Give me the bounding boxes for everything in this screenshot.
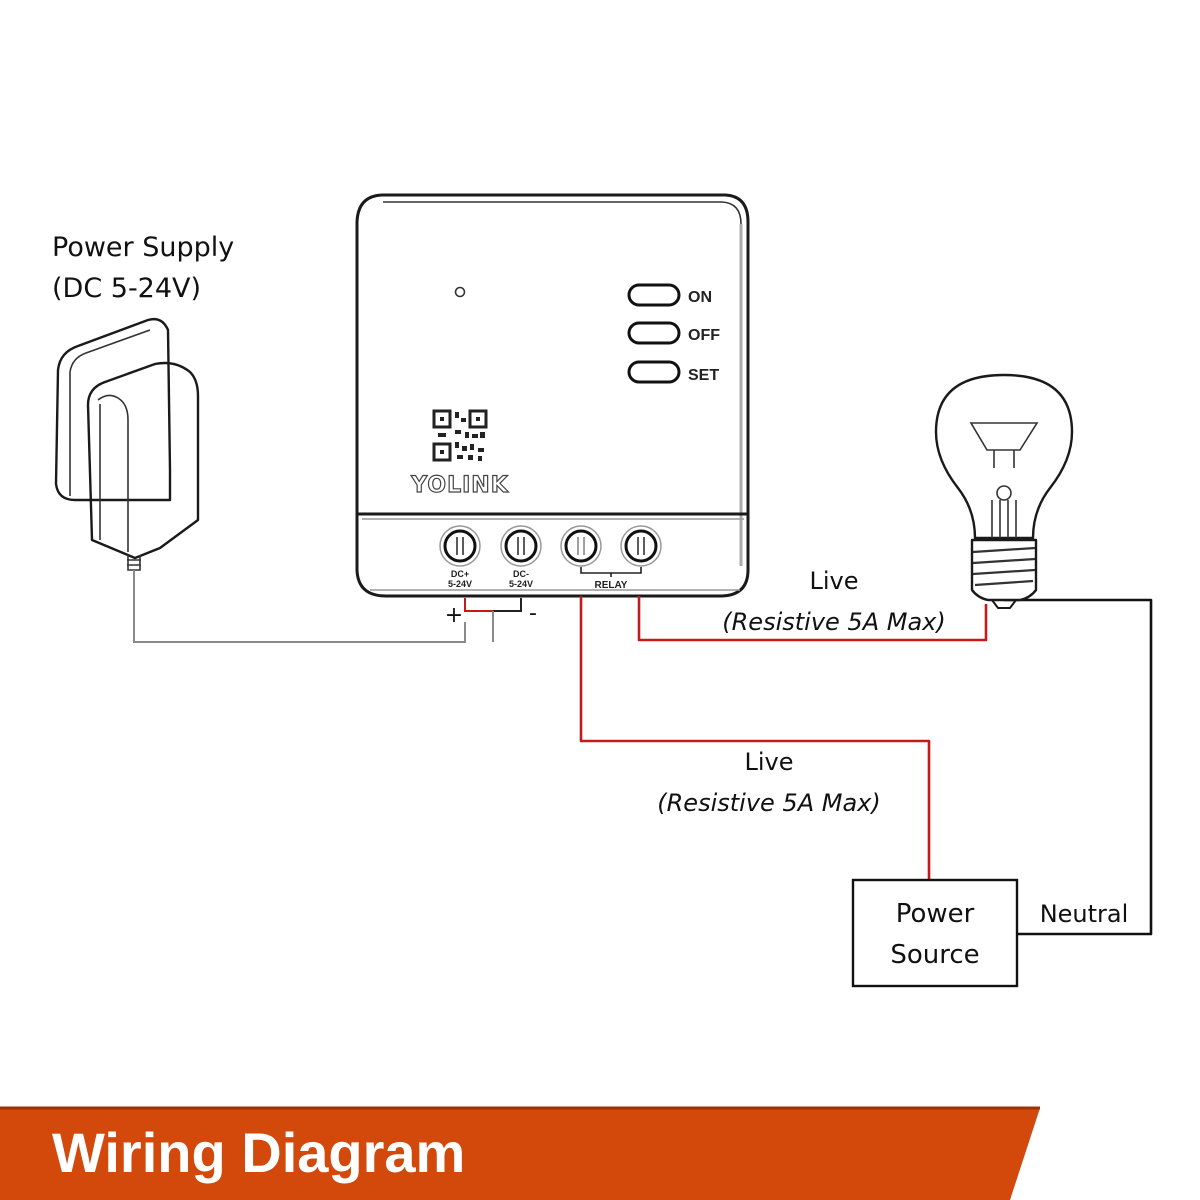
- brand-logo: YOLINK: [410, 473, 509, 498]
- light-bulb-icon: [934, 373, 1074, 609]
- off-button[interactable]: OFF: [627, 321, 720, 345]
- terminal-dc-plus-voltage: 5-24V: [448, 579, 472, 589]
- live-top-rating: (Resistive 5A Max): [722, 608, 945, 636]
- live-bottom-label: Live: [744, 748, 793, 776]
- terminal-dc-plus-label: DC+: [451, 569, 469, 579]
- dc-minus-wire: [493, 598, 522, 612]
- terminal-dc-plus[interactable]: [439, 525, 481, 567]
- set-button-label: SET: [688, 367, 719, 384]
- power-source-label-1: Power: [896, 899, 975, 929]
- minus-sign: -: [529, 601, 537, 626]
- power-source-box: Power Source: [851, 878, 1019, 988]
- live-wire-to-bulb: [637, 596, 988, 642]
- dc-plus-wire: [464, 598, 493, 612]
- banner-title: Wiring Diagram: [52, 1121, 465, 1184]
- plus-sign: +: [445, 603, 463, 628]
- terminal-relay-2[interactable]: [620, 525, 662, 567]
- live-wire-to-source: [579, 596, 931, 880]
- power-source-label-2: Source: [890, 940, 979, 970]
- terminal-dc-minus-voltage: 5-24V: [509, 579, 533, 589]
- dc-power-wire: [133, 570, 466, 643]
- terminal-dc-minus-label: DC-: [513, 569, 529, 579]
- power-supply-title: Power Supply: [52, 232, 234, 263]
- power-adapter-icon: [54, 317, 200, 571]
- terminal-dc-minus[interactable]: [500, 525, 542, 567]
- yolink-device: [355, 193, 750, 598]
- relay-bracket: [580, 567, 642, 577]
- relay-label: RELAY: [595, 580, 628, 591]
- power-supply-voltage: (DC 5-24V): [52, 273, 201, 304]
- live-top-label: Live: [809, 567, 858, 595]
- neutral-label: Neutral: [1040, 900, 1129, 928]
- qr-code-icon: [432, 409, 488, 462]
- on-button-label: ON: [688, 289, 712, 306]
- title-banner: Wiring Diagram: [0, 1106, 1040, 1200]
- neutral-wire: [1004, 598, 1153, 936]
- terminal-relay-1[interactable]: [560, 525, 602, 567]
- device-buttons: ON OFF SET: [627, 283, 720, 384]
- off-button-label: OFF: [688, 327, 720, 344]
- on-button[interactable]: ON: [627, 283, 712, 307]
- led-indicator-icon: [454, 286, 466, 298]
- live-bottom-rating: (Resistive 5A Max): [657, 789, 880, 817]
- banner-background: [0, 1108, 1040, 1200]
- set-button[interactable]: SET: [627, 360, 719, 384]
